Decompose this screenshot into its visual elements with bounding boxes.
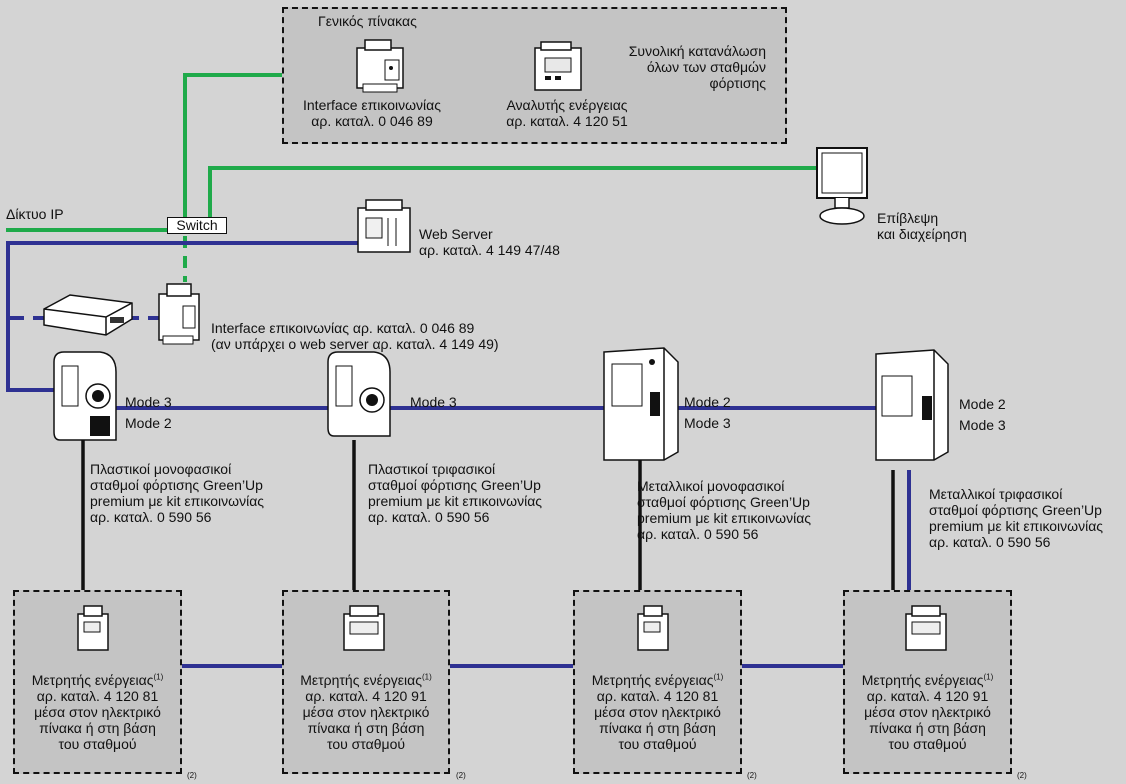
- station2-mode-a: Mode 3: [410, 394, 457, 410]
- meter3-note: (2): [747, 771, 757, 780]
- meter2-title: Μετρητής ενέργειας(1): [300, 672, 432, 688]
- panel-interface-label: Interface επικοινωνίας αρ. καταλ. 0 046 …: [303, 97, 441, 129]
- gateway-box-icon: [43, 294, 133, 336]
- panel-consumption-label: Συνολική κατανάλωση όλων των σταθμών φόρ…: [628, 43, 766, 91]
- meter1-title: Μετρητής ενέργειας(1): [31, 672, 164, 688]
- ip-line-supervision: [208, 166, 818, 219]
- energy-analyzer-icon: [534, 41, 582, 91]
- station3-mode-b: Mode 3: [684, 415, 731, 431]
- supervision-label: Επίβλεψη και διαχείρηση: [877, 210, 967, 242]
- web-server-icon: [357, 199, 411, 253]
- plastic-charger-icon: [53, 351, 117, 441]
- interface2-label: Interface επικοινωνίας αρ. καταλ. 0 046 …: [211, 320, 499, 352]
- energy-meter-icon: [905, 605, 947, 651]
- station4-label: Μεταλλικοί τριφασικοί σταθμοί φόρτισης G…: [929, 486, 1104, 550]
- meter4-note: (2): [1017, 771, 1027, 780]
- monitor-icon: [816, 147, 868, 225]
- meter2-body: αρ. καταλ. 4 120 91 μέσα στον ηλεκτρικό …: [302, 688, 430, 752]
- meter1-body: αρ. καταλ. 4 120 81 μέσα στον ηλεκτρικό …: [34, 688, 161, 752]
- network-switch: Switch: [167, 217, 227, 234]
- meter1-note: (2): [187, 771, 197, 780]
- plastic-charger-icon: [327, 351, 391, 437]
- interface2-module-icon: [158, 283, 200, 345]
- meter2-note: (2): [456, 771, 466, 780]
- metal-charger-icon: [603, 347, 679, 461]
- meter4-title: Μετρητής ενέργειας(1): [861, 672, 994, 688]
- station1-mode-b: Mode 2: [125, 415, 172, 431]
- station4-mode-b: Mode 3: [959, 417, 1006, 433]
- ip-line-panel: [183, 73, 288, 230]
- station4-mode-a: Mode 2: [959, 396, 1006, 412]
- ip-network-label: Δίκτυο IP: [6, 206, 64, 222]
- meter3-title: Μετρητής ενέργειας(1): [591, 672, 724, 688]
- station1-label: Πλαστικοί μονοφασικοί σταθμοί φόρτισης G…: [90, 461, 265, 525]
- station1-mode-a: Mode 3: [125, 394, 172, 410]
- meter4-body: αρ. καταλ. 4 120 91 μέσα στον ηλεκτρικό …: [864, 688, 991, 752]
- energy-meter-icon: [343, 605, 385, 651]
- bus-line-webserver: [6, 241, 362, 390]
- energy-meter-icon: [637, 605, 669, 651]
- interface-module-icon: [356, 39, 404, 93]
- panel-analyzer-label: Αναλυτής ενέργειας αρ. καταλ. 4 120 51: [506, 97, 628, 129]
- station3-mode-a: Mode 2: [684, 394, 731, 410]
- web-server-label: Web Server αρ. καταλ. 4 149 47/48: [419, 226, 560, 258]
- meter3-body: αρ. καταλ. 4 120 81 μέσα στον ηλεκτρικό …: [594, 688, 721, 752]
- station2-label: Πλαστικοί τριφασικοί σταθμοί φόρτισης Gr…: [368, 461, 543, 525]
- energy-meter-icon: [77, 605, 109, 651]
- station3-label: Μεταλλικοί μονοφασικοί σταθμοί φόρτισης …: [637, 478, 812, 542]
- main-panel-title: Γενικός πίνακας: [318, 13, 417, 29]
- metal-charger-icon: [875, 349, 949, 461]
